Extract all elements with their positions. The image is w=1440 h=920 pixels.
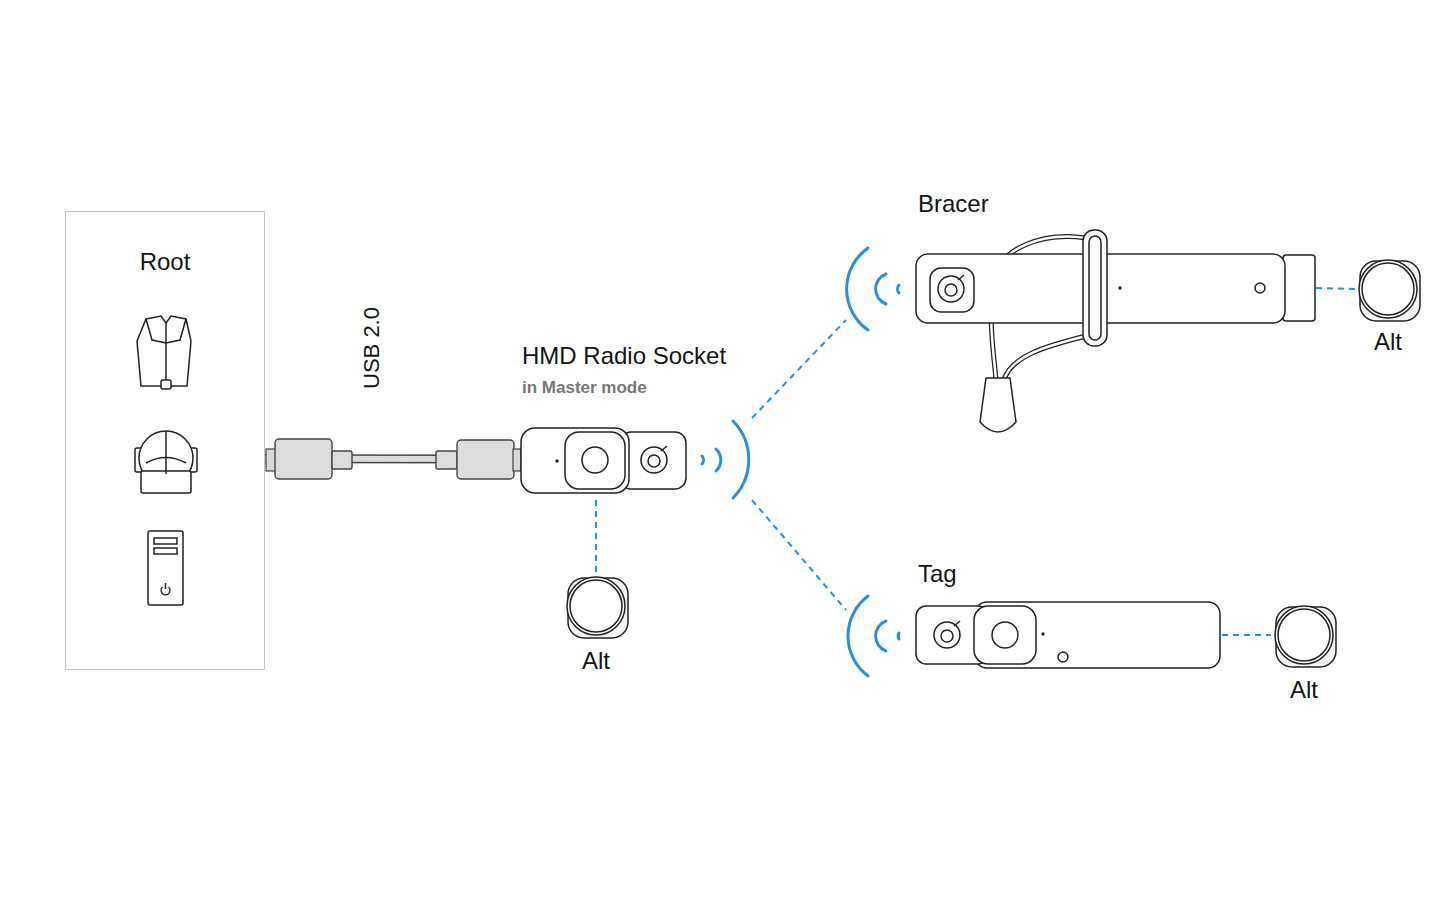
socket-button-pad <box>565 432 625 489</box>
backpack-seam <box>165 323 167 386</box>
bracer-device-illustration <box>846 226 1316 442</box>
pc-drive-slot <box>154 538 177 544</box>
alt-label: Alt <box>1290 676 1318 704</box>
radio-socket-illustration <box>520 418 752 500</box>
radio-link <box>752 320 846 418</box>
radio-wave <box>733 421 749 498</box>
radio-link <box>1316 288 1355 289</box>
tag-body <box>975 602 1220 668</box>
bracer-strap <box>1083 230 1107 346</box>
logo-tail <box>661 446 667 451</box>
dashed-link <box>595 500 597 573</box>
radio-link <box>1222 635 1271 636</box>
logo-tail <box>958 275 964 280</box>
device-title: HMD Radio Socket <box>522 342 726 370</box>
alt-label: Alt <box>1374 328 1402 356</box>
alt-puck-illustration <box>563 573 629 639</box>
hmd-visor <box>141 471 191 493</box>
puck-base <box>568 578 628 638</box>
usb-tip <box>513 449 521 471</box>
radio-wave <box>876 274 886 304</box>
bracer-cable <box>1004 336 1086 380</box>
logo-pad <box>930 268 974 312</box>
radio-wave <box>848 596 868 676</box>
pc-tower-icon <box>148 531 183 605</box>
logo-core <box>945 284 957 296</box>
hmd-band <box>146 458 186 464</box>
dashed-link <box>752 320 846 418</box>
hmd-seam <box>165 431 167 474</box>
root-label: Root <box>140 248 191 276</box>
puck-base <box>1360 261 1420 321</box>
socket-module <box>620 432 686 489</box>
bracer-end-cap <box>1283 255 1315 321</box>
usb-plug-neck <box>332 451 352 469</box>
bracer-strap-slot <box>1089 236 1101 340</box>
usb-plug-neck <box>436 451 457 469</box>
logo-ring <box>938 276 964 302</box>
alt-puck: Alt <box>1355 256 1421 322</box>
radio-wave <box>702 456 704 464</box>
device-title: Bracer <box>918 190 989 218</box>
device-title: Tag <box>918 560 957 588</box>
root-box: Root <box>65 211 265 670</box>
radio-wave <box>716 449 721 471</box>
radio-link <box>752 500 846 610</box>
status-dot <box>555 459 558 462</box>
alt-puck-illustration <box>1355 256 1421 322</box>
tag-button-pad <box>974 606 1036 664</box>
logo-core <box>941 630 953 642</box>
puck-rim <box>1278 609 1330 661</box>
socket-body <box>521 428 629 493</box>
status-dot <box>1041 632 1044 635</box>
alt-label: Alt <box>582 647 610 675</box>
backpack-icon <box>137 316 191 386</box>
logo-core <box>648 455 660 467</box>
bracer-plug <box>980 378 1016 432</box>
radio-wave <box>897 633 901 639</box>
tag-button <box>992 622 1018 648</box>
root-box-illustration <box>66 212 266 671</box>
edge-label: USB 2.0 <box>359 307 384 389</box>
bracer-button <box>1255 283 1265 293</box>
puck-rim <box>1362 263 1414 315</box>
radio-link <box>596 500 597 573</box>
bracer-cable <box>1004 336 1086 380</box>
puck-cap <box>1275 606 1333 664</box>
radio-wave <box>876 621 886 651</box>
backpack-tab <box>161 380 171 389</box>
pc-drive-slot <box>154 548 177 554</box>
logo-ring <box>934 622 960 648</box>
usb-plug-body <box>275 439 332 479</box>
device-mode: in Master mode <box>522 378 647 398</box>
status-dot <box>1118 286 1121 289</box>
puck-rim <box>570 580 622 632</box>
dashed-link <box>752 500 846 610</box>
logo-ring <box>641 447 667 473</box>
puck-base <box>1276 607 1336 667</box>
radio-socket: HMD Radio Socketin Master mode <box>520 418 752 500</box>
power-symbol <box>165 583 167 589</box>
radio-wave <box>847 248 868 330</box>
tag-device: Tag <box>846 596 1222 678</box>
alt-puck-illustration <box>1271 602 1337 668</box>
dashed-link <box>1316 288 1355 289</box>
tag-device-illustration <box>846 596 1222 678</box>
alt-puck: Alt <box>563 573 629 639</box>
alt-puck: Alt <box>1271 602 1337 668</box>
bracer-device: Bracer <box>846 226 1316 442</box>
logo-tail <box>954 621 960 626</box>
dashed-link <box>1222 634 1271 636</box>
radio-wave <box>897 285 899 293</box>
tag-small-button <box>1058 652 1068 662</box>
puck-cap <box>1359 260 1417 318</box>
puck-cap <box>567 577 625 635</box>
usb-plug-body <box>457 440 514 479</box>
socket-button <box>582 447 608 473</box>
